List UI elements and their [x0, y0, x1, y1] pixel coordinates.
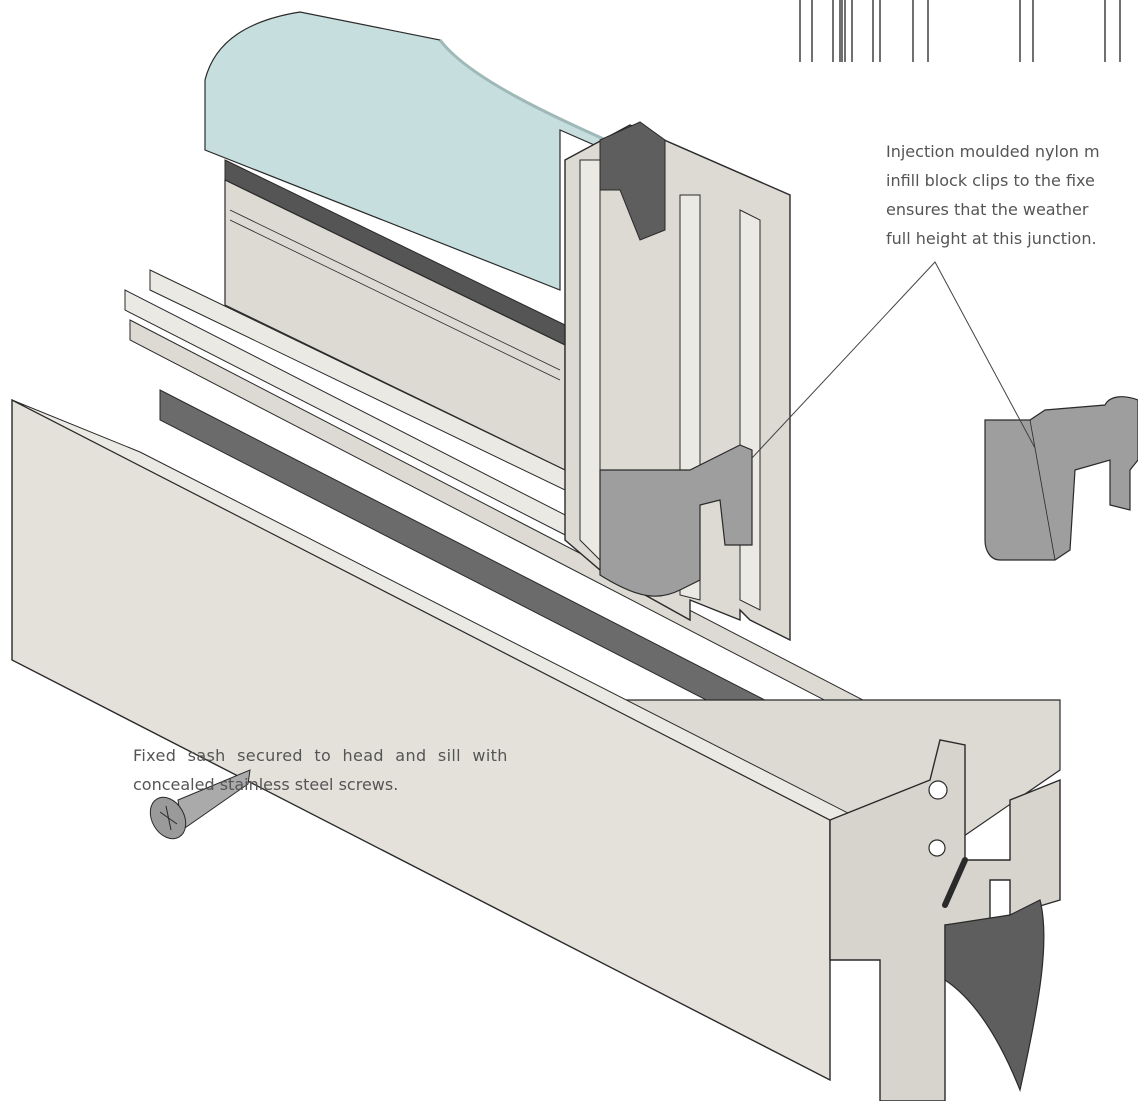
mullion-gasket: [599, 121, 666, 241]
infill-block-annotation: Injection moulded nylon m infill block c…: [886, 137, 1100, 253]
fixed-sash-annotation: Fixed sash secured to head and sill with…: [133, 741, 515, 799]
barcode-graphic: [799, 0, 1121, 62]
frame-bottom-gasket: [944, 899, 1045, 1093]
annotation-line: infill block clips to the fixe: [886, 171, 1095, 190]
nylon-infill-block-icon: [984, 396, 1138, 561]
leader-line: [751, 261, 1036, 459]
screw-icon: [149, 769, 251, 840]
annotation-line: ensures that the weather: [886, 200, 1089, 219]
screw-port: [928, 780, 948, 800]
annotation-line: full height at this junction.: [886, 229, 1097, 248]
screw-port: [928, 839, 946, 857]
annotation-line: Fixed sash secured to head and sill with: [133, 746, 508, 765]
annotation-line: Injection moulded nylon m: [886, 142, 1100, 161]
infill-block-installed: [599, 444, 753, 597]
mullion-face-left: [579, 159, 601, 562]
annotation-line: concealed stainless steel screws.: [133, 775, 399, 794]
mullion-face-right: [739, 209, 761, 611]
